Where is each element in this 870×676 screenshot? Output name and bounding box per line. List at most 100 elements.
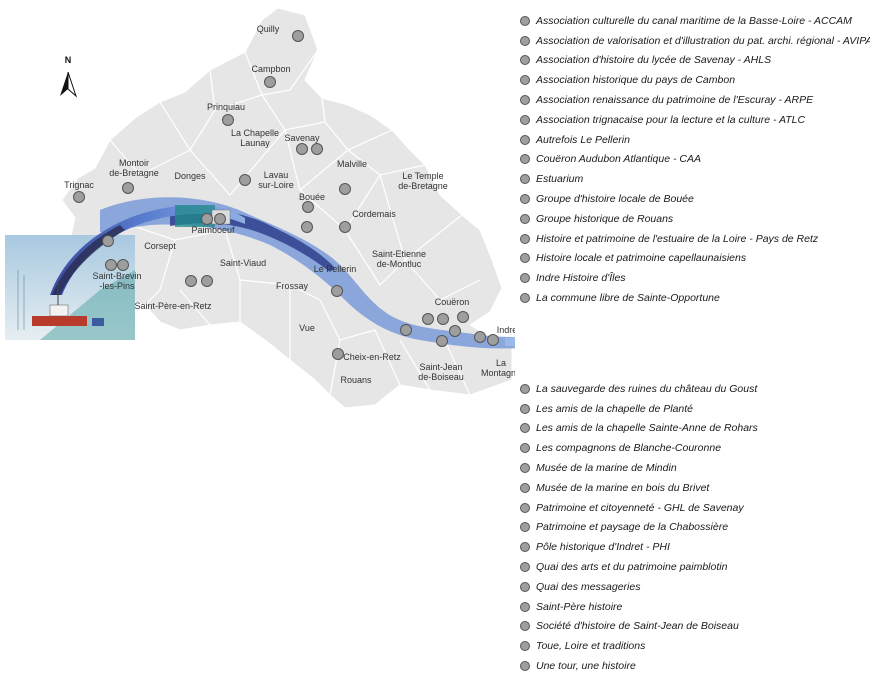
legend-marker-icon: [520, 273, 530, 284]
town-label: Cordemais: [352, 209, 396, 219]
map-marker: [214, 213, 226, 225]
legend-item: Groupe historique de Rouans: [520, 209, 870, 229]
map-marker: [331, 285, 343, 297]
legend-item-label: Estuarium: [536, 173, 584, 186]
legend-marker-icon: [520, 114, 530, 125]
map-marker: [292, 30, 304, 42]
town-label: Malville: [337, 159, 367, 169]
legend-item: Toue, Loire et traditions: [520, 636, 758, 656]
map-marker: [302, 201, 314, 213]
map-marker: [332, 348, 344, 360]
legend-item: Association de valorisation et d'illustr…: [520, 31, 870, 51]
legend-item: Une tour, une histoire: [520, 656, 758, 676]
map-marker: [117, 259, 129, 271]
town-label: Paimboeuf: [191, 225, 235, 235]
legend-item-label: Musée de la marine de Mindin: [536, 462, 677, 475]
legend-marker-icon: [520, 403, 530, 414]
map-marker: [239, 174, 251, 186]
legend-item-label: Groupe historique de Rouans: [536, 212, 674, 225]
legend-item: La commune libre de Sainte-Opportune: [520, 288, 870, 308]
legend-item-label: Quai des messageries: [536, 580, 641, 593]
legend-item: Musée de la marine de Mindin: [520, 458, 758, 478]
legend-item-label: Couëron Audubon Atlantique - CAA: [536, 153, 701, 166]
legend-marker-icon: [520, 253, 530, 264]
town-label: Corsept: [144, 241, 176, 251]
legend-marker-icon: [520, 482, 530, 493]
legend-item-label: Association historique du pays de Cambon: [536, 74, 736, 87]
legend-top: Association culturelle du canal maritime…: [520, 11, 870, 308]
legend-item-label: Les compagnons de Blanche-Couronne: [536, 442, 722, 455]
town-label: Indre: [497, 325, 515, 335]
legend-item-label: Société d'histoire de Saint-Jean de Bois…: [536, 620, 739, 633]
legend-marker-icon: [520, 502, 530, 513]
map-marker: [296, 143, 308, 155]
legend-marker-icon: [520, 621, 530, 632]
map-marker: [449, 325, 461, 337]
legend-item-label: La sauvegarde des ruines du château du G…: [536, 382, 758, 395]
legend-item: Histoire locale et patrimoine capellauna…: [520, 249, 870, 269]
town-label: Saint-Viaud: [220, 258, 266, 268]
legend-item: Patrimoine et paysage de la Chabossière: [520, 518, 758, 538]
map-marker: [201, 275, 213, 287]
compass-label: N: [65, 55, 72, 65]
estuary-map: N: [5, 7, 515, 409]
town-label: Trignac: [64, 180, 94, 190]
legend-item: Association renaissance du patrimoine de…: [520, 90, 870, 110]
legend-marker-icon: [520, 35, 530, 46]
legend-marker-icon: [520, 154, 530, 165]
legend-item: Société d'histoire de Saint-Jean de Bois…: [520, 617, 758, 637]
town-label: Frossay: [276, 281, 309, 291]
town-label: Quilly: [257, 24, 280, 34]
map-marker: [474, 331, 486, 343]
photo-decorations: [17, 270, 25, 330]
legend-item: Association trignacaise pour la lecture …: [520, 110, 870, 130]
legend-item-label: Les amis de la chapelle Sainte-Anne de R…: [536, 422, 758, 435]
legend-item-label: Histoire et patrimoine de l'estuaire de …: [536, 232, 819, 245]
map-marker: [457, 311, 469, 323]
legend-marker-icon: [520, 194, 530, 205]
legend-item-label: Association renaissance du patrimoine de…: [536, 94, 814, 107]
legend-marker-icon: [520, 75, 530, 86]
legend-marker-icon: [520, 463, 530, 474]
legend-item: Association historique du pays de Cambon: [520, 70, 870, 90]
legend-marker-icon: [520, 542, 530, 553]
map-marker: [185, 275, 197, 287]
legend-item-label: Quai des arts et du patrimoine paimbloti…: [536, 561, 728, 574]
legend-marker-icon: [520, 423, 530, 434]
legend-item: Association d'histoire du lycée de Saven…: [520, 51, 870, 71]
legend-item: Les compagnons de Blanche-Couronne: [520, 438, 758, 458]
legend-item: Association culturelle du canal maritime…: [520, 11, 870, 31]
town-label: Saint-Brevin-les-Pins: [92, 271, 141, 291]
legend-marker-icon: [520, 443, 530, 454]
map-marker: [400, 324, 412, 336]
legend-marker-icon: [520, 95, 530, 106]
legend-item-label: Association de valorisation et d'illustr…: [536, 34, 870, 47]
legend-item-label: Les amis de la chapelle de Planté: [536, 402, 694, 415]
legend-item: Autrefois Le Pellerin: [520, 130, 870, 150]
legend-marker-icon: [520, 581, 530, 592]
legend-marker-icon: [520, 661, 530, 672]
town-label: Prinquiau: [207, 102, 245, 112]
loire-river: [100, 197, 515, 349]
legend-marker-icon: [520, 174, 530, 185]
legend-item: Quai des arts et du patrimoine paimbloti…: [520, 557, 758, 577]
legend-item: Estuarium: [520, 169, 870, 189]
legend-item-label: Patrimoine et citoyenneté - GHL de Saven…: [536, 501, 744, 514]
town-label: Savenay: [284, 133, 320, 143]
town-label: Campbon: [251, 64, 290, 74]
map-marker: [487, 334, 499, 346]
map-marker: [201, 213, 213, 225]
legend-item-label: Association d'histoire du lycée de Saven…: [536, 54, 772, 67]
river-extension: [505, 337, 515, 346]
map-marker: [122, 182, 134, 194]
town-label: LaMontagne: [481, 358, 515, 378]
legend-bottom: La sauvegarde des ruines du château du G…: [520, 379, 758, 676]
legend-marker-icon: [520, 601, 530, 612]
legend-marker-icon: [520, 562, 530, 573]
map-marker: [264, 76, 276, 88]
